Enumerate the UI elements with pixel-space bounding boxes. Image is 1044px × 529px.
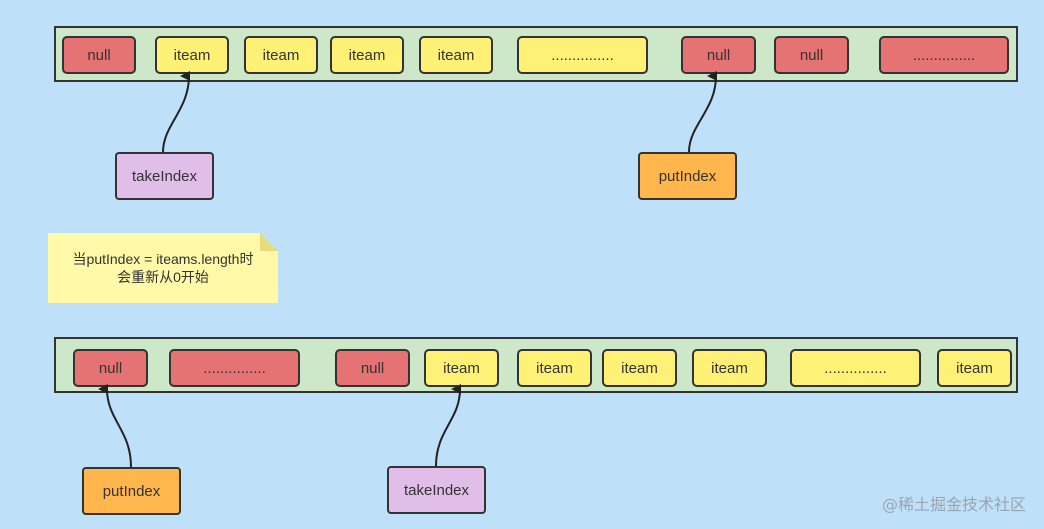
top-put-index-box[interactable]: putIndex <box>638 152 737 200</box>
top-cell-1[interactable]: iteam <box>155 36 229 74</box>
bottom-cell-4[interactable]: iteam <box>517 349 592 387</box>
arrow-top-put <box>688 71 718 153</box>
bottom-cell-5[interactable]: iteam <box>602 349 677 387</box>
bottom-cell-2[interactable]: null <box>335 349 410 387</box>
sticky-note: 当putIndex = iteams.length时 会重新从0开始 <box>48 233 278 303</box>
arrow-bottom-take <box>435 384 462 467</box>
bottom-take-index-box[interactable]: takeIndex <box>387 466 486 514</box>
bottom-cell-6[interactable]: iteam <box>692 349 767 387</box>
top-cell-2[interactable]: iteam <box>244 36 318 74</box>
top-cell-0[interactable]: null <box>62 36 136 74</box>
bottom-cell-7[interactable]: ............... <box>790 349 921 387</box>
top-cell-3[interactable]: iteam <box>330 36 404 74</box>
note-fold-corner <box>260 233 278 251</box>
top-array: null iteam iteam iteam iteam ...........… <box>54 26 1018 82</box>
bottom-cell-8[interactable]: iteam <box>937 349 1012 387</box>
bottom-cell-1[interactable]: ............... <box>169 349 300 387</box>
top-cell-5[interactable]: ............... <box>517 36 648 74</box>
arrow-bottom-put <box>98 383 132 468</box>
watermark: @稀土掘金技术社区 <box>881 495 1026 514</box>
top-cell-6[interactable]: null <box>681 36 756 74</box>
note-line-2: 会重新从0开始 <box>117 269 209 285</box>
arrow-top-take <box>162 71 191 153</box>
bottom-cell-0[interactable]: null <box>73 349 148 387</box>
bottom-put-index-box[interactable]: putIndex <box>82 467 181 515</box>
top-cell-4[interactable]: iteam <box>419 36 493 74</box>
top-cell-7[interactable]: null <box>774 36 849 74</box>
bottom-cell-3[interactable]: iteam <box>424 349 499 387</box>
bottom-array: null ............... null iteam iteam it… <box>54 337 1018 393</box>
note-line-1: 当putIndex = iteams.length时 <box>72 251 254 267</box>
top-take-index-box[interactable]: takeIndex <box>115 152 214 200</box>
top-cell-8[interactable]: ............... <box>879 36 1009 74</box>
